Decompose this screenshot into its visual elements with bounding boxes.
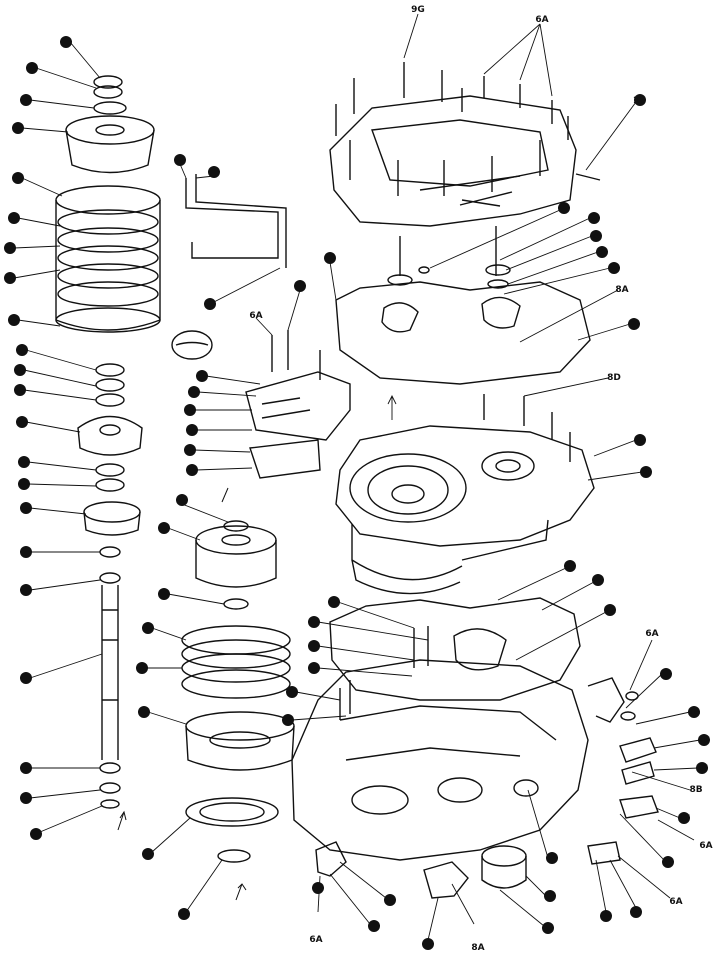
label-17: 17 bbox=[678, 814, 691, 824]
label-8: 8 bbox=[637, 436, 643, 446]
label-15: 15 bbox=[698, 736, 711, 746]
label-8b: 8B bbox=[689, 785, 702, 795]
label-8d: 8D bbox=[607, 373, 621, 383]
label-14: 14 bbox=[688, 708, 701, 718]
upper-right-assembly bbox=[329, 62, 601, 595]
printed-labels: 1 3 4 5 7 8 9 12 14 15 16 17 9G 6A 6A 8D… bbox=[249, 5, 712, 953]
label-6a-valve: 6A bbox=[249, 311, 262, 321]
left-shaft-assembly bbox=[55, 75, 213, 831]
label-16: 16 bbox=[696, 764, 709, 774]
label-5: 5 bbox=[599, 248, 605, 258]
middle-assembly bbox=[181, 174, 351, 901]
label-6a-sensor: 6A bbox=[645, 629, 658, 639]
label-9g: 9G bbox=[411, 5, 425, 15]
label-6a-bottom-left: 6A bbox=[309, 935, 322, 945]
label-6a-right: 6A bbox=[699, 841, 712, 851]
label-4: 4 bbox=[593, 232, 599, 242]
label-3: 3 bbox=[591, 214, 597, 224]
label-9: 9 bbox=[643, 468, 649, 478]
label-8a-bottom: 8A bbox=[471, 943, 484, 953]
middle-callout-leaders bbox=[146, 163, 301, 913]
label-7: 7 bbox=[631, 320, 637, 330]
lower-right-callout-leaders bbox=[291, 567, 701, 941]
label-8a-gasket: 8A bbox=[615, 285, 628, 295]
cover-bolts bbox=[335, 62, 601, 207]
label-6a-top: 6A bbox=[535, 15, 548, 25]
label-1: 1 bbox=[633, 96, 639, 106]
upper-right-callout-leaders bbox=[329, 13, 643, 481]
left-callout-leaders bbox=[13, 41, 103, 833]
label-12: 12 bbox=[604, 606, 617, 616]
lower-right-assembly bbox=[291, 597, 659, 899]
callout-circles bbox=[4, 36, 710, 950]
label-6a-bottom-right: 6A bbox=[669, 897, 682, 907]
